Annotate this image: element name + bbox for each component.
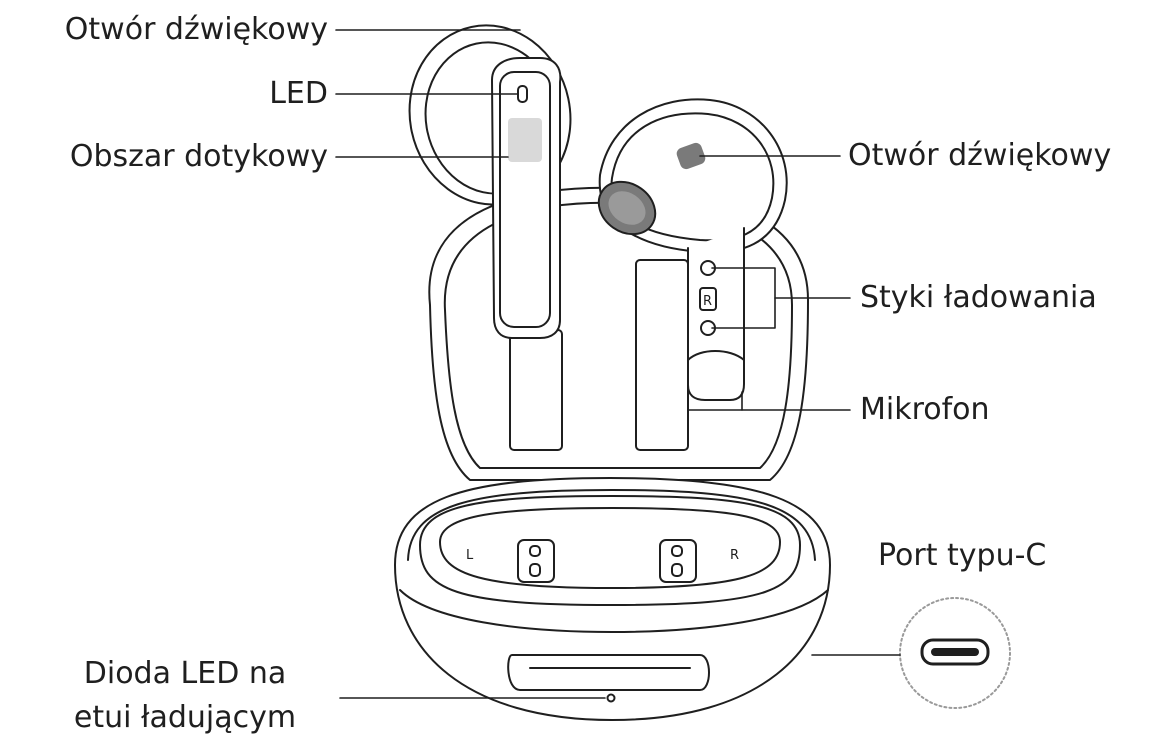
leader-lines — [335, 29, 901, 699]
label-right-sound-hole: Otwór dźwiękowy — [848, 138, 1112, 173]
right-slot-pins — [659, 539, 697, 583]
case-led-indicator — [606, 693, 616, 703]
side-marker-box — [699, 287, 717, 311]
label-left-sound-hole: Otwór dźwiękowy — [64, 12, 328, 47]
usb-c-port-icon — [920, 638, 990, 666]
case-base — [394, 477, 831, 721]
label-usb-c-port: Port typu-C — [878, 538, 1047, 573]
earbud-side-mark: R — [703, 294, 712, 309]
label-microphone: Mikrofon — [860, 392, 990, 427]
ear-tip-mesh — [597, 180, 657, 236]
label-case-led: Dioda LED na etui ładującym — [73, 656, 297, 735]
left-earbud — [408, 24, 572, 339]
touch-area — [508, 118, 542, 162]
label-charging-contacts: Styki ładowania — [860, 280, 1097, 315]
left-slot-mark: L — [466, 548, 474, 563]
usb-c-port-detail — [899, 597, 1011, 709]
right-sound-hole-mesh — [676, 142, 706, 170]
label-led: LED — [269, 76, 328, 111]
left-slot-pins — [517, 539, 555, 583]
label-touch-area: Obszar dotykowy — [69, 139, 328, 174]
right-slot-mark: R — [730, 548, 739, 563]
right-earbud — [597, 98, 788, 401]
leader-microphone — [687, 391, 743, 411]
